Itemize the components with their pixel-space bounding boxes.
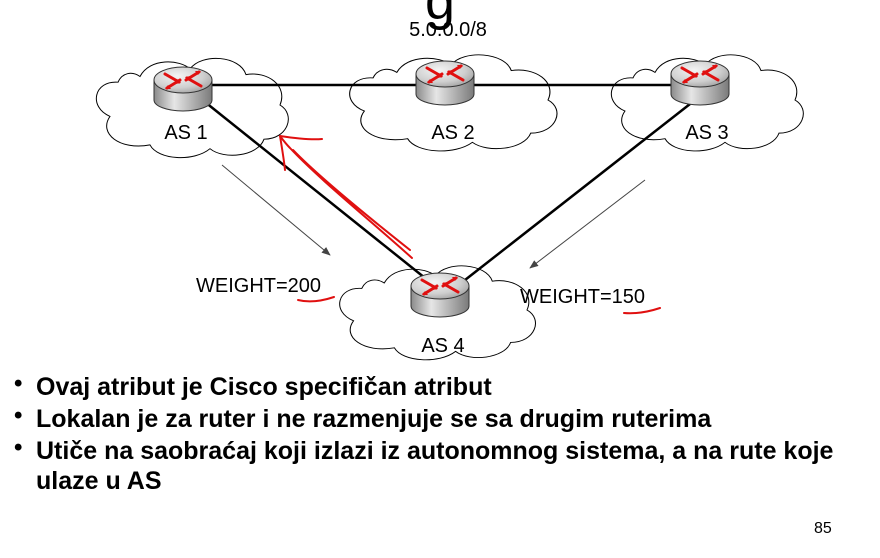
bullet-item: •Lokalan je za ruter i ne razmenjuje se …: [14, 402, 712, 433]
weight-right-label: WEIGHT=150: [520, 286, 645, 308]
bullet-dot-icon: •: [14, 402, 23, 429]
weight-right-underline: [623, 307, 661, 315]
weight-left-underline: [297, 296, 335, 303]
as1-label: AS 1: [164, 122, 207, 144]
router-as2-icon: [414, 59, 476, 107]
as3-label: AS 3: [685, 122, 728, 144]
arrow-as3-to-as4: [529, 179, 646, 269]
weight-right-value: 150: [612, 286, 645, 308]
as4-label: AS 4: [421, 335, 464, 357]
link-as3-as4: [464, 103, 691, 281]
page-number: 85: [814, 520, 832, 537]
bullet-list: •Ovaj atribut je Cisco specifičan atribu…: [14, 370, 880, 496]
network-prefix-label: 5.0.0.0/8: [409, 19, 487, 41]
red-path-arrow: [279, 135, 413, 259]
router-as3-icon: [669, 59, 731, 107]
router-as1-icon: [152, 65, 214, 113]
as2-label: AS 2: [431, 122, 474, 144]
slide-title-fragment: g: [424, 0, 456, 31]
weight-left-value: 200: [288, 275, 321, 297]
weight-left-label: WEIGHT=200: [196, 275, 321, 297]
bullet-dot-icon: •: [14, 370, 23, 397]
arrow-as1-to-as4: [221, 164, 331, 256]
bullet-item: •Utiče na saobraćaj koji izlazi iz auton…: [14, 434, 834, 495]
router-as4-icon: [409, 271, 471, 319]
link-as1-as4: [204, 101, 426, 279]
bullet-dot-icon: •: [14, 434, 23, 461]
bullet-item: •Ovaj atribut je Cisco specifičan atribu…: [14, 370, 492, 401]
bgp-weight-diagram: 5.0.0.0/8 AS 1 AS 2 AS 3 AS 4 WEIGHT=200…: [95, 19, 804, 361]
